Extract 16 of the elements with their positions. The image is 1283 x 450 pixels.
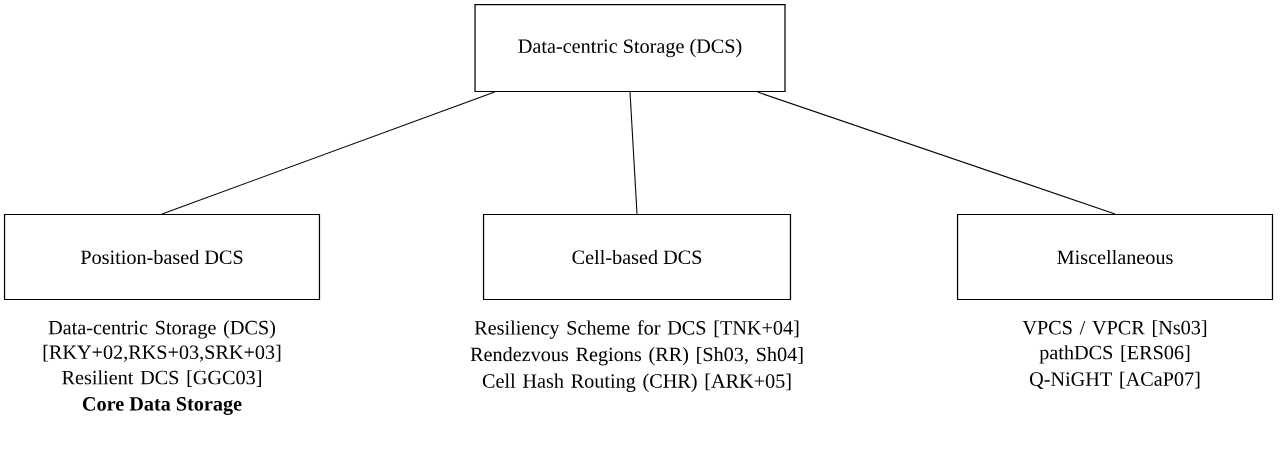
- reference-text: Data-centric Storage (DCS) [RKY+02,RKS+03,SRK+03]: [43, 320, 281, 362]
- connector-line: [629, 91, 638, 215]
- reference-text: Resilient DCS [GGC03]: [62, 370, 261, 387]
- connector-line: [757, 91, 1116, 215]
- category-box: Miscellaneous: [956, 213, 1274, 301]
- connector-line: [161, 91, 496, 215]
- reference-text: pathDCS [ERS06]: [1039, 345, 1190, 364]
- reference-text: Q-NiGHT [ACaP07]: [1030, 371, 1200, 389]
- reference-text: VPCS / VPCR [Ns03]: [1022, 320, 1207, 337]
- category-box: Data-centric Storage (DCS): [474, 3, 786, 93]
- heading-text: Core Data Storage: [82, 397, 242, 415]
- reference-text: Rendezvous Regions (RR) [Sh03, Sh04]: [470, 347, 803, 366]
- reference-text: Resiliency Scheme for DCS [TNK+04]: [474, 320, 799, 339]
- category-box: Cell-based DCS: [482, 213, 792, 301]
- category-box: Position-based DCS: [3, 213, 321, 301]
- reference-text: Cell Hash Routing (CHR) [ARK+05]: [482, 373, 791, 392]
